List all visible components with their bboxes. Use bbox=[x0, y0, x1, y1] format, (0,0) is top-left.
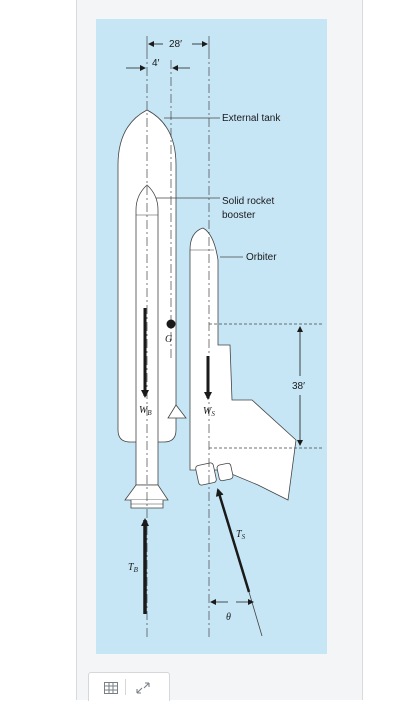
label-g: G bbox=[165, 334, 172, 345]
table-icon[interactable] bbox=[103, 682, 119, 696]
booster-nozzle bbox=[124, 484, 169, 501]
orbiter-engine-2 bbox=[216, 462, 234, 482]
label-tb: TB bbox=[128, 562, 139, 574]
label-solid-rocket: Solid rocket bbox=[222, 196, 274, 207]
dim-4-label: 4′ bbox=[152, 58, 160, 69]
center-of-gravity bbox=[166, 319, 176, 329]
table-icon-glyph bbox=[104, 682, 118, 694]
label-wb: WB bbox=[139, 405, 152, 417]
expand-icon-glyph bbox=[136, 682, 150, 694]
thrust-line-ts-ext bbox=[248, 591, 263, 637]
thrust-arrow-ts bbox=[215, 488, 251, 593]
label-ts: TS bbox=[236, 529, 246, 541]
label-booster: booster bbox=[222, 210, 256, 221]
toolbar-divider bbox=[125, 679, 126, 695]
booster-fin bbox=[167, 404, 187, 419]
orbiter bbox=[189, 227, 297, 501]
expand-icon[interactable] bbox=[135, 682, 151, 696]
orbiter-engine-1 bbox=[195, 462, 217, 486]
label-theta: θ bbox=[226, 612, 231, 623]
image-toolbar bbox=[88, 672, 170, 701]
dim-28-label: 28′ bbox=[169, 39, 182, 50]
label-orbiter: Orbiter bbox=[246, 252, 277, 263]
dim-38-label: 38′ bbox=[292, 381, 305, 392]
label-ws: WS bbox=[203, 406, 215, 418]
label-external-tank: External tank bbox=[222, 113, 281, 124]
